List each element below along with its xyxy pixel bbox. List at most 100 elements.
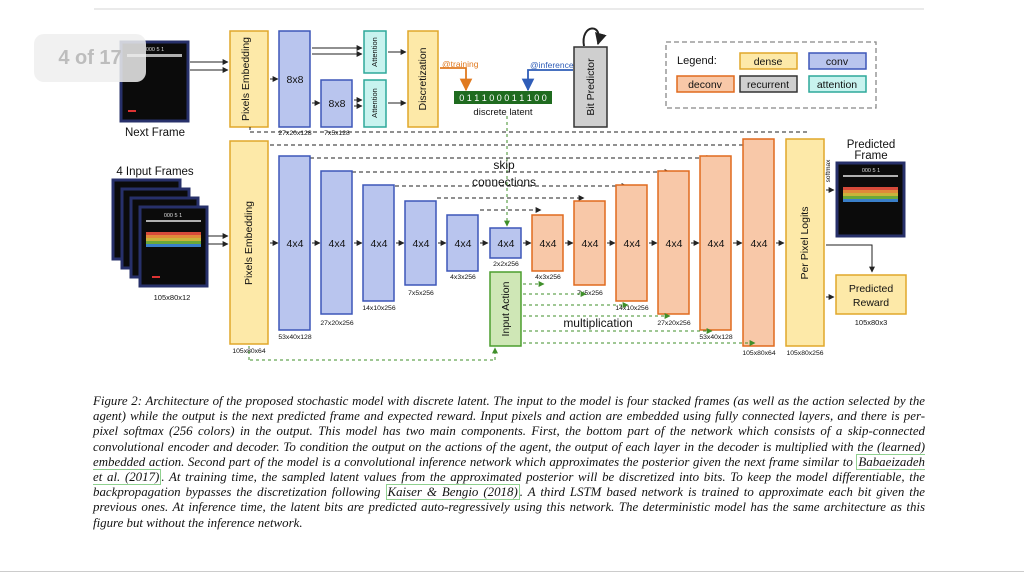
legend-conv: conv — [826, 56, 849, 68]
architecture-figure: 000 5 1 Next Frame 4 Input Frames 000 5 … — [94, 8, 924, 361]
predicted-reward-block — [835, 274, 907, 315]
top-conv-b-dims: 7x5x128 — [324, 130, 350, 137]
encoder-conv-6 — [489, 227, 522, 259]
encoder-conv-6-dims: 2x2x256 — [493, 261, 519, 268]
multiplication-label: multiplication — [563, 316, 632, 330]
decoder-deconv-1-dims: 4x3x256 — [535, 274, 561, 281]
logits-dims: 105x80x256 — [786, 350, 823, 357]
caption-text-1: Figure 2: Architecture of the proposed s… — [93, 394, 925, 469]
bit-predictor-block — [573, 46, 608, 128]
decoder-deconv-1-label: 4x4 — [540, 238, 557, 250]
caption-text-2: . At training time, the sampled latent v… — [93, 470, 925, 500]
encoder-conv-1-label: 4x4 — [287, 238, 304, 250]
next-frame-label: Next Frame — [125, 127, 185, 139]
encoder-conv-4 — [404, 200, 437, 286]
input-dims: 105x80x12 — [154, 293, 191, 302]
encoder-conv-5-label: 4x4 — [455, 238, 472, 250]
training-label: @training — [442, 59, 479, 69]
svg-text:000 5 1: 000 5 1 — [164, 213, 182, 219]
legend-attention: attention — [817, 79, 857, 91]
decoder-deconv-6-label: 4x4 — [751, 238, 768, 250]
discrete-latent-label: discrete latent — [473, 107, 533, 118]
encoder-conv-4-label: 4x4 — [413, 238, 430, 250]
top-conv-a-label: 8x8 — [287, 74, 304, 86]
attention-block-1 — [363, 30, 387, 74]
legend: Legend: dense conv deconv recurrent atte… — [665, 41, 877, 109]
decoder-deconv-5 — [699, 155, 732, 331]
latent-bits: 0 1 1 1 0 0 0 1 1 1 0 0 — [459, 93, 547, 103]
top-conv-b-label: 8x8 — [329, 98, 346, 110]
bottom-pixels-embedding-label: Pixels Embedding — [243, 201, 255, 285]
decoder-deconv-5-dims: 53x40x128 — [699, 334, 732, 341]
reward-dims: 105x80x3 — [855, 318, 888, 327]
decoder-deconv-2-dims: 7x5x256 — [577, 290, 603, 297]
decoder-deconv-3-label: 4x4 — [624, 238, 641, 250]
softmax-label: softmax — [825, 159, 832, 183]
top-conv-8x8-a — [278, 30, 311, 128]
figure-caption: Figure 2: Architecture of the proposed s… — [93, 394, 925, 531]
legend-attention-swatch — [808, 75, 867, 93]
decoder-deconv-1 — [531, 214, 564, 272]
legend-dense: dense — [754, 56, 783, 68]
attention-block-2 — [363, 79, 387, 128]
skip-label-2: connections — [472, 175, 536, 189]
decoder-deconv-6 — [742, 138, 775, 347]
top-conv-a-dims: 27x20x128 — [278, 130, 311, 137]
predicted-frame-label-2: Frame — [854, 150, 887, 162]
bottom-pixels-embedding — [229, 140, 269, 345]
encoder-conv-6-label: 4x4 — [498, 238, 515, 250]
encoder-conv-5-dims: 4x3x256 — [450, 274, 476, 281]
page-divider — [0, 571, 1024, 572]
citation-babaeizadeh[interactable]: Babaeizadeh et al. (2017) — [93, 453, 925, 486]
encoder-conv-3-label: 4x4 — [371, 238, 388, 250]
legend-deconv: deconv — [688, 79, 723, 91]
bit-predictor-label: Bit Predictor — [585, 58, 597, 116]
inference-arrow — [521, 69, 573, 92]
predicted-frame-label-1: Predicted — [847, 139, 896, 151]
input-frames-stack: 000 5 1 — [111, 178, 209, 288]
legend-conv-swatch — [808, 52, 867, 70]
decoder-deconv-3 — [615, 184, 648, 302]
decoder-deconv-4 — [657, 170, 690, 315]
encoder-conv-5 — [446, 214, 479, 272]
top-pixels-embedding — [229, 30, 269, 128]
decoder-deconv-4-dims: 27x20x256 — [657, 320, 690, 327]
discretization-block — [407, 30, 439, 128]
attention-2-label: Attention — [370, 88, 379, 118]
predicted-frame-thumbnail: 000 5 1 — [835, 161, 906, 238]
svg-text:000 5 1: 000 5 1 — [146, 47, 164, 53]
predicted-reward-label-1: Predicted — [849, 283, 894, 295]
decoder-deconv-6-dims: 105x80x64 — [742, 350, 775, 357]
encoder-conv-1 — [278, 155, 311, 331]
inference-label: @inference — [530, 60, 574, 70]
encoder-conv-1-dims: 53x40x128 — [278, 334, 311, 341]
encoder-conv-2 — [320, 170, 353, 315]
decoder-deconv-5-label: 4x4 — [708, 238, 725, 250]
training-arrow — [440, 67, 473, 92]
input-action-label: Input Action — [500, 281, 512, 336]
decoder-deconv-2 — [573, 200, 606, 286]
caption-text-3: . A third LSTM based network is trained … — [93, 485, 925, 530]
page-indicator: 4 of 17 — [34, 34, 146, 82]
encoder-conv-4-dims: 7x5x256 — [408, 290, 434, 297]
legend-recurrent: recurrent — [747, 79, 789, 91]
encoder-conv-2-label: 4x4 — [329, 238, 346, 250]
legend-dense-swatch — [739, 52, 798, 70]
predicted-reward-label-2: Reward — [853, 297, 889, 309]
skip-label-1: skip — [493, 158, 515, 172]
action-multiplication-lines — [248, 281, 756, 361]
input-frames-label: 4 Input Frames — [116, 166, 194, 178]
decoder-deconv-4-label: 4x4 — [666, 238, 683, 250]
citation-kaiser-bengio[interactable]: Kaiser & Bengio (2018) — [385, 484, 520, 501]
decoder-deconv-3-dims: 14x10x256 — [615, 305, 648, 312]
attention-1-label: Attention — [370, 37, 379, 67]
encoder-conv-3 — [362, 184, 395, 302]
top-pixels-embedding-label: Pixels Embedding — [240, 37, 252, 121]
discretization-label: Discretization — [417, 47, 429, 110]
svg-text:000 5 1: 000 5 1 — [862, 168, 880, 174]
legend-title: Legend: — [677, 55, 717, 67]
latent-bits-bar — [454, 91, 552, 104]
per-pixel-logits-label: Per Pixel Logits — [799, 207, 811, 280]
top-conv-8x8-b — [320, 79, 353, 128]
